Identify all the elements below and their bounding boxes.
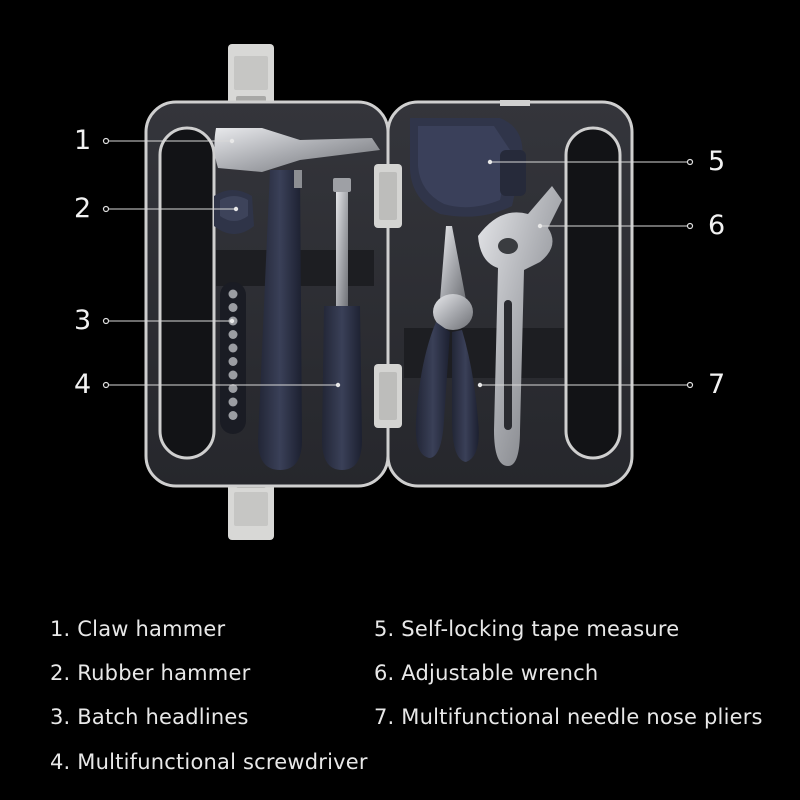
leader-endpoints (102, 137, 694, 389)
callout-1: 1 (74, 125, 92, 156)
legend-item-3: 3. Batch headlines (50, 705, 249, 729)
callout-7: 7 (708, 369, 726, 400)
bit-9 (228, 397, 238, 407)
claw-hammer (214, 128, 380, 470)
bit-2 (228, 303, 238, 312)
bit-8 (228, 384, 238, 393)
hinge-upper (374, 164, 402, 228)
callout-2: 2 (74, 193, 92, 224)
needle-nose-pliers (415, 226, 479, 462)
bit-6 (228, 357, 238, 366)
callout-6: 6 (708, 210, 726, 241)
rubber-hammer (214, 190, 254, 234)
callout-4: 4 (74, 369, 92, 400)
callout-3: 3 (74, 305, 92, 336)
legend-item-5: 5. Self-locking tape measure (374, 617, 680, 641)
legend-item-2: 2. Rubber hammer (50, 661, 251, 685)
leader-targets (229, 138, 543, 388)
screwdriver (322, 178, 362, 470)
legend-item-6: 6. Adjustable wrench (374, 661, 599, 685)
legend-item-1: 1. Claw hammer (50, 617, 226, 641)
bit-4 (228, 330, 238, 339)
adjustable-wrench (478, 186, 562, 466)
legend-item-7: 7. Multifunctional needle nose pliers (374, 705, 763, 729)
top-latch (228, 44, 274, 110)
bit-1 (228, 289, 238, 299)
bit-holder (220, 282, 246, 434)
bit-5 (228, 343, 238, 353)
bit-7 (228, 370, 238, 380)
hinge-lower (374, 364, 402, 428)
bit-10 (228, 411, 238, 420)
tape-measure (410, 118, 526, 217)
legend-item-4: 4. Multifunctional screwdriver (50, 750, 368, 774)
callout-5: 5 (708, 146, 726, 177)
leader-lines (106, 140, 690, 386)
